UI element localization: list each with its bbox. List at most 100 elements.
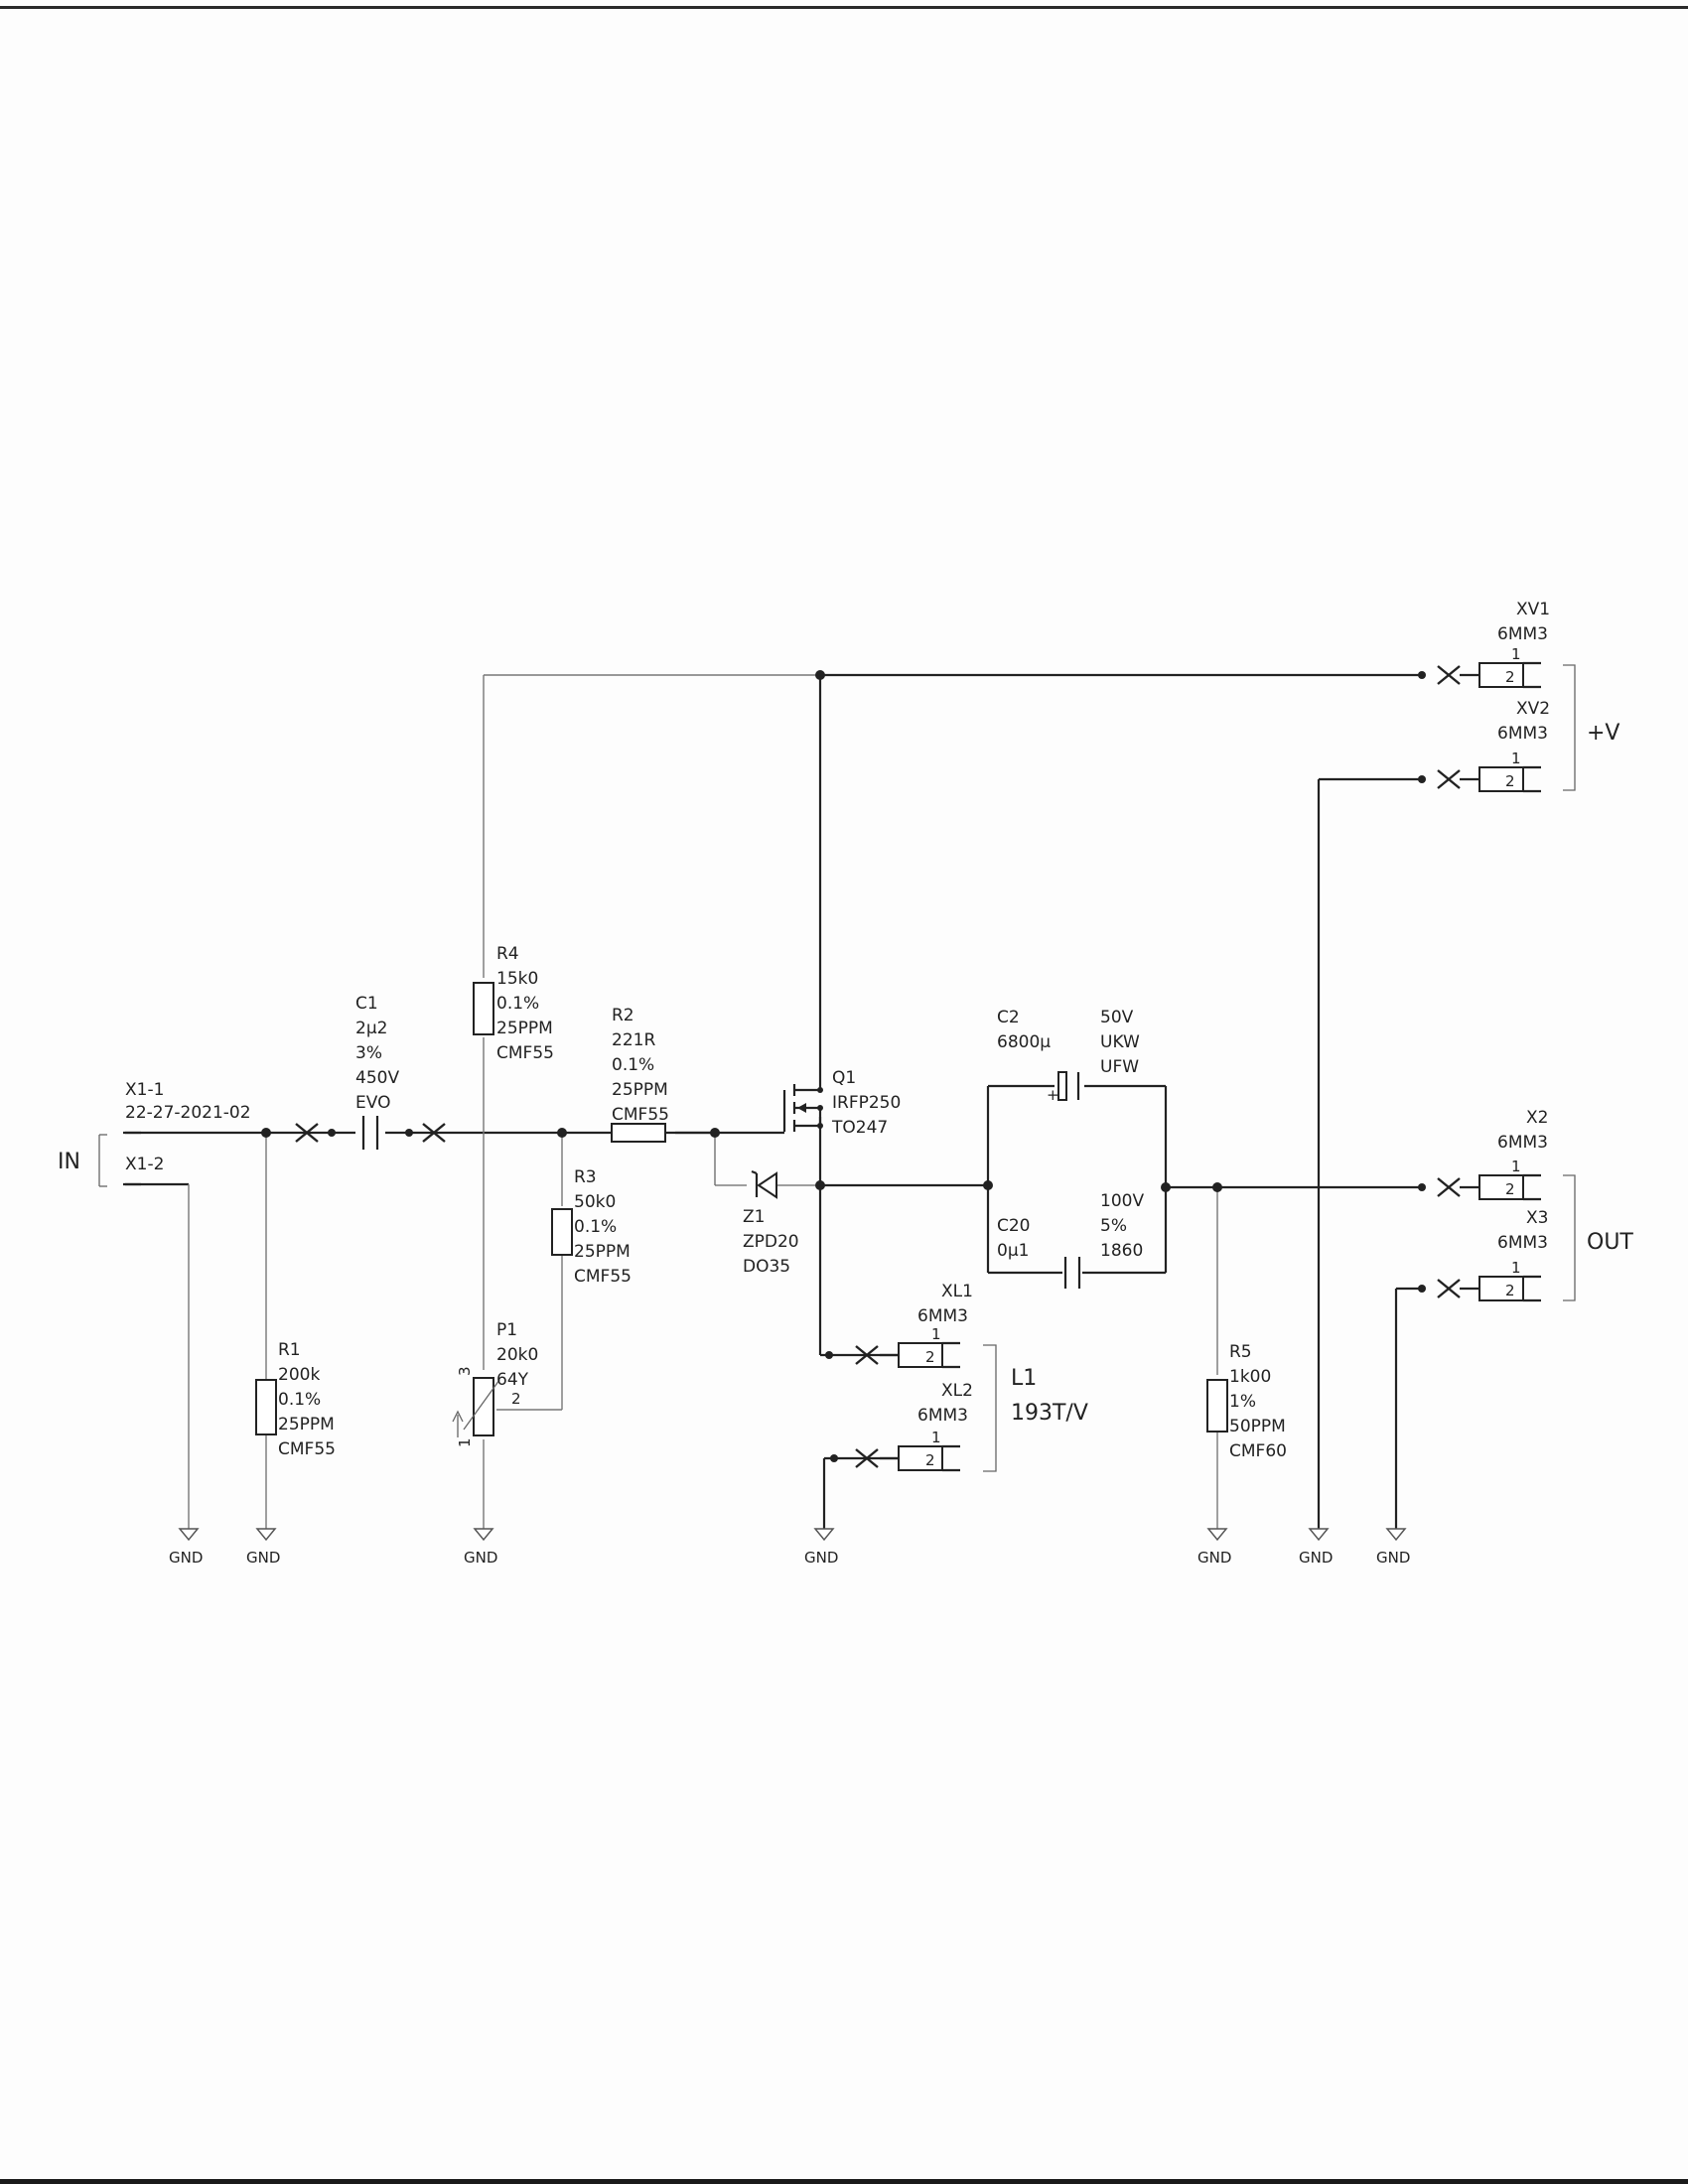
c1-tol: 3%	[355, 1043, 382, 1063]
svg-text:GND: GND	[1197, 1549, 1231, 1567]
c1-value: 2µ2	[355, 1019, 387, 1038]
xv2-label: XV2	[1516, 699, 1550, 719]
bracket-l1: L1 193T/V	[983, 1344, 1088, 1472]
c2-value: 6800µ	[997, 1032, 1051, 1052]
r1-type: CMF55	[278, 1439, 336, 1459]
z1-pkg: DO35	[743, 1257, 790, 1277]
gnd-symbols: GND GND GND GND GND GND GND	[169, 1528, 1410, 1567]
bracket-out: OUT	[1563, 1174, 1633, 1301]
svg-text:GND: GND	[169, 1549, 203, 1567]
xv1-label: XV1	[1516, 600, 1550, 619]
wire-output	[1166, 1185, 1422, 1529]
resistor-r2: R2 221R 0.1% 25PPM CMF55	[611, 1006, 669, 1143]
gnd-symbol: GND	[1299, 1528, 1333, 1567]
connector-xl1: 1 2 XL1 6MM3	[880, 1282, 973, 1369]
r4-type: CMF55	[496, 1043, 554, 1063]
svg-text:GND: GND	[1376, 1549, 1410, 1567]
x3-label: X3	[1526, 1208, 1548, 1228]
bracket-plus-v: +V	[1563, 664, 1619, 791]
in-label: IN	[58, 1150, 80, 1174]
wire-cap-parallel	[986, 1084, 1168, 1275]
connector-xv1: 1 2 XV1 6MM3	[1460, 600, 1550, 689]
wire-supply-rail	[818, 673, 1422, 1057]
r3-ref: R3	[574, 1167, 597, 1187]
wire-xl2-gnd	[822, 1456, 899, 1529]
r4-ref: R4	[496, 944, 519, 964]
r2-tol: 0.1%	[612, 1055, 654, 1075]
capacitor-c2: + C2 6800µ 50V UKW UFW	[997, 1008, 1140, 1104]
c2-volt: 50V	[1100, 1008, 1134, 1027]
potentiometer-p1: P1 20k0 64Y 2 3 1	[452, 1320, 538, 1447]
r1-tc: 25PPM	[278, 1415, 335, 1434]
connector-x1: X1-1 22-27-2021-02 X1-2 IN	[58, 1080, 251, 1186]
r5-ref: R5	[1229, 1342, 1252, 1362]
x2-pin1: 1	[1511, 1158, 1521, 1175]
c20-ref: C20	[997, 1216, 1031, 1236]
svg-text:GND: GND	[804, 1549, 838, 1567]
q1-part: IRFP250	[832, 1093, 901, 1113]
r1-value: 200k	[278, 1365, 320, 1385]
c2-ref: C2	[997, 1008, 1020, 1027]
c1-type: EVO	[355, 1093, 390, 1113]
xl1-pin1: 1	[931, 1325, 941, 1343]
z1-part: ZPD20	[743, 1232, 799, 1252]
p1-type: 64Y	[496, 1370, 529, 1390]
r5-tol: 1%	[1229, 1392, 1256, 1412]
gnd-symbol: GND	[1376, 1528, 1410, 1567]
r3-tc: 25PPM	[574, 1242, 631, 1262]
c2-type2: UFW	[1100, 1057, 1139, 1077]
c2-type1: UKW	[1100, 1032, 1140, 1052]
c20-value: 0µ1	[997, 1241, 1029, 1261]
c1-ref: C1	[355, 994, 378, 1014]
resistor-r5: R5 1k00 1% 50PPM CMF60	[1206, 1342, 1287, 1461]
resistor-r3: R3 50k0 0.1% 25PPM CMF55	[551, 1167, 632, 1287]
gnd-symbol: GND	[246, 1528, 280, 1567]
xv1-type: 6MM3	[1497, 624, 1548, 644]
xv1-pin2: 2	[1505, 668, 1515, 686]
resistor-r1: R1 200k 0.1% 25PPM CMF55	[255, 1340, 336, 1459]
c20-volt: 100V	[1100, 1191, 1144, 1211]
c1-volt: 450V	[355, 1068, 399, 1088]
x1-1-label: X1-1	[125, 1080, 164, 1100]
gnd-symbol: GND	[169, 1528, 203, 1567]
p1-ref: P1	[496, 1320, 517, 1340]
c20-tol: 5%	[1100, 1216, 1127, 1236]
wire-r4-p1	[483, 674, 820, 1529]
xl1-pin2: 2	[925, 1348, 935, 1366]
wire-x3-gnd	[1394, 1287, 1422, 1529]
connector-x2: 1 2 X2 6MM3	[1460, 1108, 1548, 1201]
connector-xl2: 1 2 XL2 6MM3	[880, 1381, 973, 1472]
r4-tol: 0.1%	[496, 994, 539, 1014]
plus-v-label: +V	[1587, 721, 1619, 746]
junction-dots	[261, 670, 1426, 1462]
p1-value: 20k0	[496, 1345, 538, 1365]
gnd-symbol: GND	[804, 1528, 838, 1567]
xl1-type: 6MM3	[917, 1306, 968, 1326]
l1-label: L1	[1011, 1366, 1037, 1391]
c20-type: 1860	[1100, 1241, 1143, 1261]
svg-text:GND: GND	[464, 1549, 497, 1567]
r2-value: 221R	[612, 1030, 655, 1050]
xl2-pin1: 1	[931, 1429, 941, 1446]
r5-type: CMF60	[1229, 1441, 1287, 1461]
p1-pin1: 1	[456, 1437, 474, 1447]
r2-type: CMF55	[612, 1105, 669, 1125]
svg-text:GND: GND	[246, 1549, 280, 1567]
wire-r3	[496, 1133, 563, 1411]
x1-part-label: 22-27-2021-02	[125, 1103, 251, 1123]
page-bottom-border	[0, 2179, 1688, 2184]
q1-ref: Q1	[832, 1068, 856, 1088]
mosfet-q1: Q1 IRFP250 TO247	[722, 1057, 901, 1138]
x2-pin2: 2	[1505, 1180, 1515, 1198]
z1-ref: Z1	[743, 1207, 765, 1227]
capacitor-c1: C1 2µ2 3% 450V EVO	[355, 994, 399, 1152]
r3-type: CMF55	[574, 1267, 632, 1287]
x3-pin2: 2	[1505, 1282, 1515, 1299]
xv2-type: 6MM3	[1497, 724, 1548, 744]
capacitor-c20: C20 0µ1 100V 5% 1860	[997, 1191, 1144, 1289]
xv1-pin1: 1	[1511, 645, 1521, 663]
r3-value: 50k0	[574, 1192, 616, 1212]
r5-tc: 50PPM	[1229, 1417, 1286, 1436]
xl2-pin2: 2	[925, 1451, 935, 1469]
